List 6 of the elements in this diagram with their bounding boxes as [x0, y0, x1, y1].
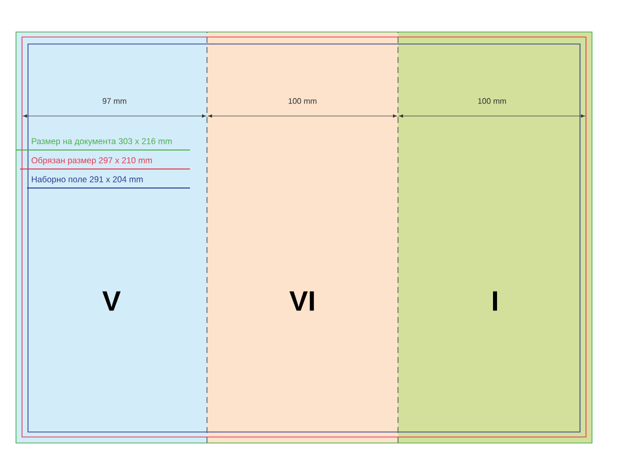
legend-label: Обрязан размер 297 x 210 mm: [32, 157, 152, 165]
dimension-label: 100 mm: [288, 98, 316, 104]
legend-label: Наборно поле 291 x 204 mm: [32, 176, 143, 184]
legend-label: Размер на документа 303 x 216 mm: [32, 138, 172, 146]
dimension-label: 97 mm: [102, 98, 126, 104]
dimension-label: 100 mm: [478, 98, 506, 104]
